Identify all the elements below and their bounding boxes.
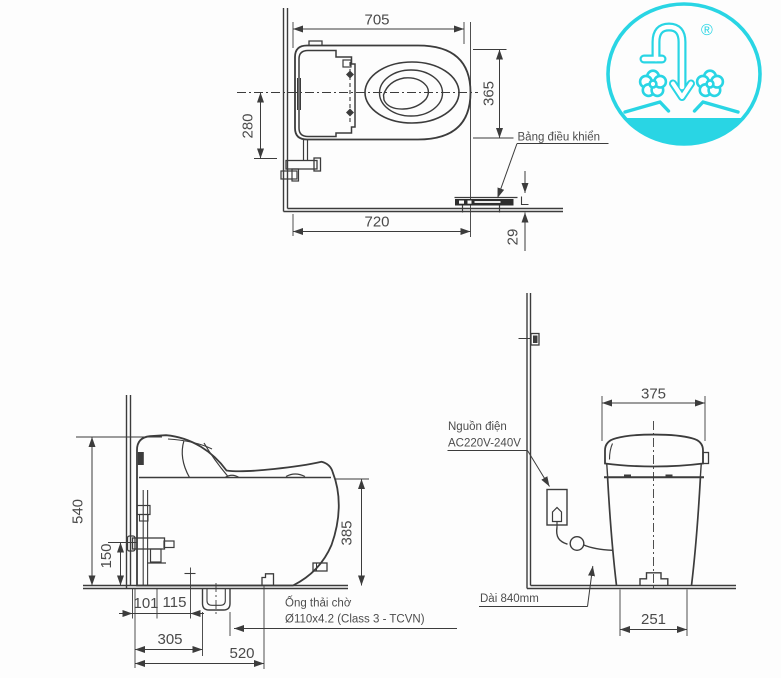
power-label-line2: AC220V-240V: [448, 438, 521, 450]
toilet-side-outline: [136, 434, 340, 587]
dim-value-305: 305: [157, 631, 182, 648]
dim-inlet-offset: 280: [240, 92, 277, 159]
dim-value-520: 520: [229, 645, 254, 662]
hinge-tab: [308, 40, 323, 46]
function-unit-outline: [298, 49, 356, 138]
bolt-marker-top: [346, 70, 354, 79]
water-surface: [382, 77, 430, 110]
waste-pipe-label-line2: Ø110x4.2 (Class 3 - TCVN): [285, 614, 425, 626]
inlet-port: [137, 452, 144, 465]
drain-flange: [261, 573, 275, 586]
toilet-front-outline: [604, 421, 710, 591]
control-panel-label: Bảng điều khiển: [518, 132, 600, 144]
waste-pipe-label-line1: Ống thải chờ: [285, 596, 352, 610]
dim-value-101: 101: [133, 595, 158, 612]
power-cord: [555, 526, 613, 552]
lid-inner-line: [167, 438, 213, 450]
supply-fitting: [280, 140, 322, 182]
dim-rim-height: 385: [335, 478, 369, 586]
dim-inlet-height: 150: [98, 542, 137, 586]
dim-top-length: 705: [292, 12, 465, 48]
supply-valve: [126, 490, 175, 586]
dim-value-365: 365: [481, 81, 498, 106]
dim-chain-101-115: 101 115: [119, 589, 204, 619]
flower-icon-left: [638, 69, 668, 98]
lid-divider: [181, 440, 191, 478]
front-bracket: [312, 562, 328, 572]
dim-overall-depth-top: 720: [292, 214, 471, 236]
dim-panel-gap: 29: [505, 171, 529, 251]
waste-pipe: [201, 583, 231, 614]
drain-base: [639, 572, 669, 586]
dim-total-height: 540: [70, 436, 162, 586]
flower-icon-right: [695, 69, 725, 98]
dim-value-540: 540: [70, 499, 87, 524]
logo-circle: [606, 2, 762, 146]
side-view: 540 150 385 101 115 305: [70, 395, 457, 669]
top-view: 705 365 280 720 29: [237, 8, 609, 251]
basin-icon: [625, 118, 743, 144]
dim-value-115: 115: [163, 594, 187, 611]
power-socket: [546, 488, 568, 527]
power-label-line1: Nguồn điện: [448, 421, 507, 433]
control-panel: [454, 196, 518, 213]
hands-icon: [623, 100, 740, 114]
brand-logo: ®: [606, 2, 762, 146]
front-view: Nguồn điện AC220V-240V Dài 840mm: [447, 293, 736, 636]
faucet-icon: [639, 22, 695, 101]
registered-mark: ®: [701, 22, 713, 39]
waste-pipe-callout: Ống thải chờ Ø110x4.2 (Class 3 - TCVN): [229, 596, 457, 636]
power-callout: Nguồn điện AC220V-240V: [447, 421, 550, 487]
dim-drain-offset: 305: [134, 589, 203, 668]
control-panel-callout: Bảng điều khiển: [497, 132, 609, 199]
dim-value-280: 280: [240, 113, 257, 138]
bolt-marker-bottom: [346, 108, 354, 117]
dim-base-width: 251: [619, 589, 688, 636]
lid-divider: [203, 442, 229, 477]
wall-bracket: [518, 332, 540, 346]
dim-value-251: 251: [641, 611, 666, 628]
hinge-detail: [342, 59, 352, 68]
cord-length-callout: Dài 840mm: [479, 565, 595, 607]
dim-value-385: 385: [339, 520, 356, 545]
wall-line: [125, 395, 132, 589]
seam-bump: [285, 473, 306, 478]
dim-value-705: 705: [364, 12, 389, 29]
dim-value-720: 720: [364, 214, 389, 231]
seam-bump: [224, 474, 240, 479]
cord-label: Dài 840mm: [480, 593, 539, 605]
dim-seat-width: 365: [473, 49, 514, 139]
dim-overall-depth-side: 520: [135, 586, 265, 669]
wall-line: [526, 293, 532, 589]
dim-tank-width: 375: [601, 386, 706, 441]
dim-value-29: 29: [505, 229, 522, 246]
dim-value-150: 150: [98, 543, 115, 568]
dim-value-375: 375: [641, 386, 666, 403]
side-tab: [702, 451, 710, 465]
wall-line: [282, 8, 563, 213]
floor-line: [527, 584, 736, 590]
